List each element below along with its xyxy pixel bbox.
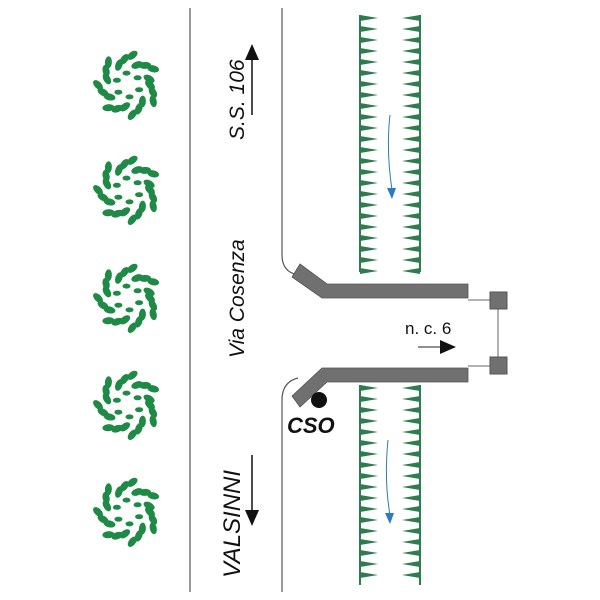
tree-row bbox=[93, 50, 160, 547]
road-label-valsinni: VALSINNI bbox=[219, 470, 246, 578]
culvert-wall-south bbox=[291, 367, 469, 408]
road-label-ss106: S.S. 106 bbox=[226, 59, 249, 140]
cso-label: CSO bbox=[287, 413, 335, 438]
arrow-up-icon bbox=[245, 44, 259, 115]
street-label-via-cosenza: Via Cosenza bbox=[226, 239, 249, 358]
flow-line-south bbox=[385, 439, 391, 516]
flow-arrowhead-south bbox=[385, 513, 394, 524]
tree-icon bbox=[93, 50, 160, 120]
flow-line-north bbox=[387, 114, 393, 191]
flow-arrowhead-north bbox=[387, 188, 396, 199]
culvert-outlet-block-south bbox=[489, 356, 508, 375]
tree-icon bbox=[93, 370, 160, 440]
arrow-down-icon bbox=[245, 455, 259, 526]
channel-bank bbox=[359, 15, 378, 274]
culvert-wall-north bbox=[291, 263, 469, 299]
channel-bank bbox=[359, 385, 378, 585]
culvert-label: n. c. 6 bbox=[405, 319, 451, 338]
tree-icon bbox=[93, 263, 160, 333]
road-edge-right-north bbox=[281, 8, 299, 276]
tree-icon bbox=[93, 155, 160, 225]
channel-bank bbox=[402, 15, 421, 274]
cso-point-icon bbox=[311, 392, 327, 408]
culvert-outlet-block-north bbox=[489, 291, 508, 310]
road-edge-right-south bbox=[281, 377, 299, 592]
channel-bank bbox=[402, 385, 421, 585]
tree-icon bbox=[93, 477, 160, 547]
flow-arrow-icon bbox=[418, 340, 456, 354]
channel-banks bbox=[359, 15, 421, 585]
